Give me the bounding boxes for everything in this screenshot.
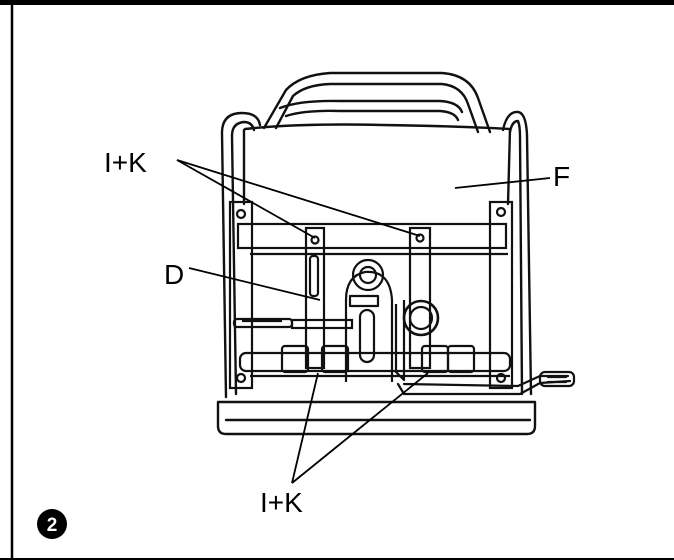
- leader-lines: [176, 159, 551, 484]
- label-i-k-bottom: I+K: [260, 487, 303, 518]
- mounting-plates: [304, 226, 432, 370]
- seat-back-handle: [262, 71, 492, 134]
- right-lever: [396, 370, 576, 396]
- step-badge-circle: [37, 509, 67, 539]
- label-d: D: [164, 259, 184, 290]
- step-number: 2: [47, 515, 58, 536]
- tilt-mechanism: [344, 258, 440, 382]
- seat-shell: [216, 110, 537, 436]
- label-f: F: [553, 161, 570, 192]
- step-badge: 2: [37, 509, 67, 539]
- lower-bar: [238, 344, 512, 374]
- crossbars: [236, 222, 510, 378]
- label-i-k-top: I+K: [104, 147, 147, 178]
- side-rails: [228, 200, 514, 390]
- left-lever: [232, 317, 354, 330]
